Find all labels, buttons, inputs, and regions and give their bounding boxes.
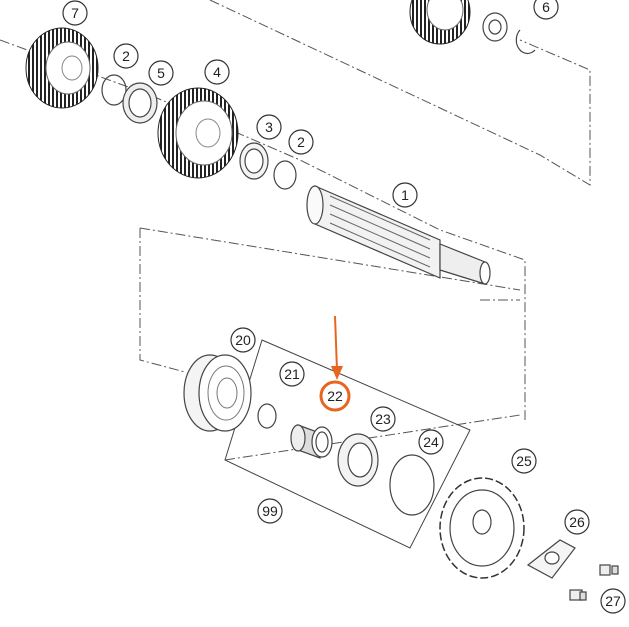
callout-26: 26 [564, 509, 590, 535]
callout-20: 20 [230, 327, 256, 353]
svg-text:2: 2 [122, 48, 130, 64]
svg-text:3: 3 [265, 119, 273, 135]
callout-99: 99 [257, 498, 283, 524]
gear-7 [25, 27, 99, 109]
callout-2: 2 [288, 129, 314, 155]
svg-text:27: 27 [605, 593, 621, 609]
callout-25: 25 [511, 448, 537, 474]
callout-4: 4 [204, 59, 230, 85]
bushing-22 [290, 424, 333, 459]
washer-3 [239, 142, 269, 180]
svg-text:23: 23 [375, 411, 391, 427]
bolt-27-a [599, 564, 619, 576]
bearing-20 [183, 354, 252, 432]
callout-2: 2 [113, 43, 139, 69]
svg-text:1: 1 [401, 187, 409, 203]
svg-text:21: 21 [284, 366, 300, 382]
ring-2-left [101, 74, 127, 106]
ring-2-right [273, 160, 297, 190]
callout-6: 6 [533, 0, 559, 20]
svg-text:20: 20 [235, 332, 251, 348]
gear-top-right [409, 0, 536, 55]
callout-5: 5 [148, 60, 174, 86]
svg-text:6: 6 [542, 0, 550, 15]
sprocket-25 [439, 477, 525, 579]
callout-21: 21 [279, 361, 305, 387]
svg-text:24: 24 [423, 434, 439, 450]
svg-text:25: 25 [516, 453, 532, 469]
bolt-27-b [569, 589, 587, 601]
ring-21 [257, 403, 277, 429]
svg-text:2: 2 [297, 134, 305, 150]
svg-text:7: 7 [71, 5, 79, 21]
svg-text:5: 5 [157, 65, 165, 81]
callout-22: 22 [319, 380, 351, 412]
circlip-24 [389, 454, 435, 516]
svg-text:22: 22 [327, 388, 343, 404]
seal-23 [337, 433, 379, 487]
svg-text:4: 4 [213, 64, 221, 80]
callout-3: 3 [256, 114, 282, 140]
highlight-arrow [331, 315, 343, 380]
svg-text:99: 99 [262, 503, 278, 519]
callout-1: 1 [392, 182, 418, 208]
callout-24: 24 [418, 429, 444, 455]
gear-4 [157, 87, 239, 179]
callout-7: 7 [62, 0, 88, 26]
bushing-5 [122, 82, 158, 124]
svg-text:26: 26 [569, 514, 585, 530]
callout-27: 27 [600, 588, 626, 614]
callout-23: 23 [370, 406, 396, 432]
shaft-1 [306, 185, 491, 285]
lock-plate-26 [526, 539, 576, 579]
